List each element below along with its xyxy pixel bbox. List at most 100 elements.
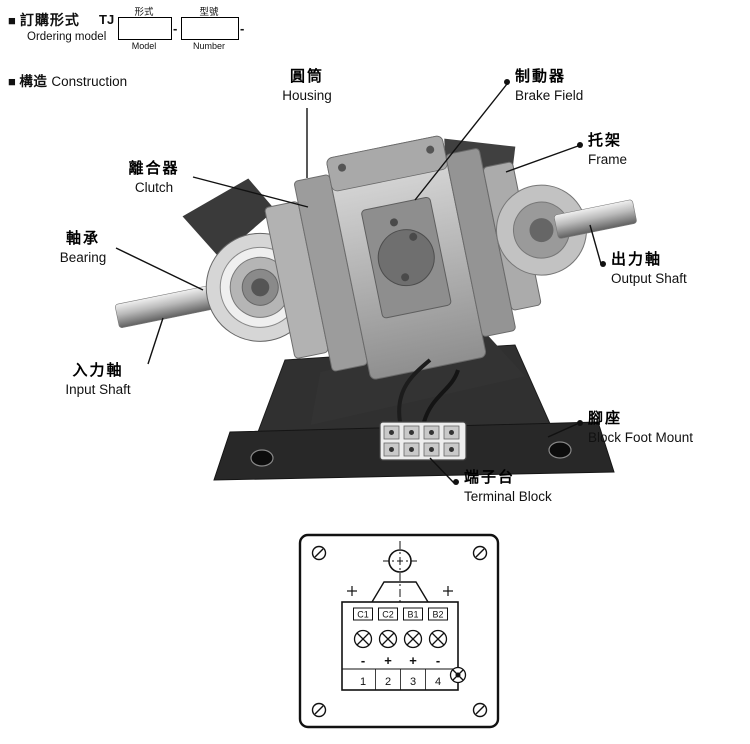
block-neck bbox=[371, 581, 429, 603]
callout-input-shaft-en: Input Shaft bbox=[65, 382, 131, 397]
leader-bearing bbox=[115, 247, 204, 291]
terminal-screws bbox=[353, 629, 448, 649]
terminal-connector bbox=[379, 358, 467, 461]
callout-frame: 托架 Frame bbox=[588, 130, 627, 170]
cable-gland bbox=[388, 549, 412, 573]
terminal-label: C1 bbox=[357, 610, 369, 620]
bolt-hole bbox=[250, 449, 274, 467]
number-box-word: Number bbox=[192, 41, 225, 51]
cast-bracket bbox=[182, 178, 276, 258]
bolt-hole bbox=[548, 441, 572, 459]
callout-housing-en: Housing bbox=[282, 88, 332, 103]
construction-title-zh: 構造 bbox=[19, 74, 48, 89]
leader-clutch bbox=[192, 176, 309, 208]
number-row: 1 2 3 4 bbox=[360, 676, 441, 688]
terminal-label: C2 bbox=[382, 610, 394, 620]
square-bullet-icon: ■ bbox=[8, 74, 17, 89]
terminal-tags: C1 C2 B1 B2 bbox=[353, 607, 448, 621]
ordering-title: ■訂購形式 bbox=[8, 10, 80, 30]
callout-output-shaft: 出力軸 Output Shaft bbox=[611, 249, 687, 289]
construction-title-en: Construction bbox=[51, 74, 128, 89]
leader-foot-mount bbox=[547, 423, 578, 438]
dash-separator: - bbox=[240, 21, 245, 36]
callout-output-shaft-en: Output Shaft bbox=[611, 271, 687, 286]
foot-mount-base bbox=[213, 344, 615, 481]
clutch-disc bbox=[294, 174, 368, 372]
terminal-number: 2 bbox=[385, 676, 391, 688]
callout-foot-mount-zh: 腳座 bbox=[588, 410, 623, 427]
frame-disc bbox=[445, 148, 516, 337]
terminal-number: 3 bbox=[410, 676, 416, 688]
terminal-box-outline bbox=[298, 533, 500, 729]
bearing-part bbox=[495, 184, 587, 276]
callout-clutch-en: Clutch bbox=[134, 180, 174, 195]
polarity-sign: + bbox=[384, 653, 392, 668]
corner-screws bbox=[311, 545, 488, 718]
callout-terminal-block: 端子台 Terminal Block bbox=[464, 467, 552, 507]
machine-cutaway-illustration bbox=[115, 83, 637, 484]
callout-housing: 圓筒 Housing bbox=[248, 66, 366, 106]
leader-dot-icon bbox=[504, 79, 510, 85]
polarity-row: - + + - bbox=[361, 653, 440, 668]
clutch-disc bbox=[264, 201, 329, 359]
machine-body bbox=[115, 135, 637, 426]
callout-brake-field: 制動器 Brake Field bbox=[515, 66, 583, 106]
callout-frame-zh: 托架 bbox=[588, 132, 623, 149]
callout-brake-field-zh: 制動器 bbox=[515, 68, 567, 85]
callout-brake-field-en: Brake Field bbox=[515, 88, 584, 103]
leader-frame bbox=[505, 145, 579, 173]
ground-screw bbox=[449, 666, 467, 684]
ordering-title-zh: 訂購形式 bbox=[19, 12, 80, 28]
callout-housing-zh: 圓筒 bbox=[289, 68, 324, 85]
leader-brake-field bbox=[414, 83, 508, 201]
model-input-box bbox=[118, 17, 172, 40]
leader-dot-icon bbox=[577, 142, 583, 148]
dash-separator: - bbox=[173, 21, 178, 36]
number-box-caption: 型號 bbox=[199, 7, 219, 18]
frame-disc bbox=[483, 161, 542, 311]
number-input-box bbox=[181, 17, 239, 40]
ordering-model-code: TJ bbox=[99, 12, 115, 27]
callout-clutch-zh: 離合器 bbox=[128, 160, 180, 177]
leader-dot-icon bbox=[453, 479, 459, 485]
square-bullet-icon: ■ bbox=[8, 13, 17, 28]
terminal-block-outline bbox=[341, 601, 459, 691]
input-shaft-part bbox=[115, 283, 226, 328]
polarity-sign: - bbox=[436, 653, 440, 668]
leader-input-shaft bbox=[147, 317, 164, 365]
crosshair-marks bbox=[347, 586, 453, 596]
terminal-label: B2 bbox=[432, 610, 443, 620]
terminal-box-diagram: C1 C2 B1 B2 - + + - 1 2 3 bbox=[298, 533, 500, 729]
model-box-word: Model bbox=[131, 41, 157, 51]
polarity-sign: - bbox=[361, 653, 365, 668]
leader-lines bbox=[115, 83, 602, 484]
brake-field-part bbox=[361, 196, 452, 319]
model-box-caption: 形式 bbox=[134, 7, 154, 18]
callout-input-shaft-zh: 入力軸 bbox=[72, 362, 124, 379]
callout-input-shaft: 入力軸 Input Shaft bbox=[54, 360, 142, 400]
ordering-title-en: Ordering model bbox=[27, 31, 107, 43]
terminal-label: B1 bbox=[407, 610, 418, 620]
bearing-part bbox=[205, 232, 315, 342]
leader-dot-icon bbox=[577, 420, 583, 426]
callout-bearing-zh: 軸承 bbox=[65, 230, 100, 247]
terminal-number: 1 bbox=[360, 676, 366, 688]
leader-dot-icon bbox=[600, 261, 606, 267]
leader-output-shaft bbox=[589, 224, 602, 265]
callout-foot-mount-en: Block Foot Mount bbox=[588, 430, 694, 445]
cast-bracket bbox=[444, 138, 516, 191]
housing-part bbox=[326, 135, 487, 380]
output-shaft-part bbox=[554, 199, 637, 239]
callout-bearing: 軸承 Bearing bbox=[50, 228, 116, 268]
polarity-sign: + bbox=[409, 653, 417, 668]
callout-bearing-en: Bearing bbox=[59, 250, 107, 265]
callout-terminal-block-zh: 端子台 bbox=[464, 469, 516, 486]
cell-dividers bbox=[375, 669, 426, 690]
callout-terminal-block-en: Terminal Block bbox=[464, 489, 552, 504]
terminal-number: 4 bbox=[435, 676, 441, 688]
callout-clutch: 離合器 Clutch bbox=[116, 158, 192, 198]
cast-web bbox=[310, 333, 526, 426]
callout-output-shaft-zh: 出力軸 bbox=[611, 251, 663, 268]
